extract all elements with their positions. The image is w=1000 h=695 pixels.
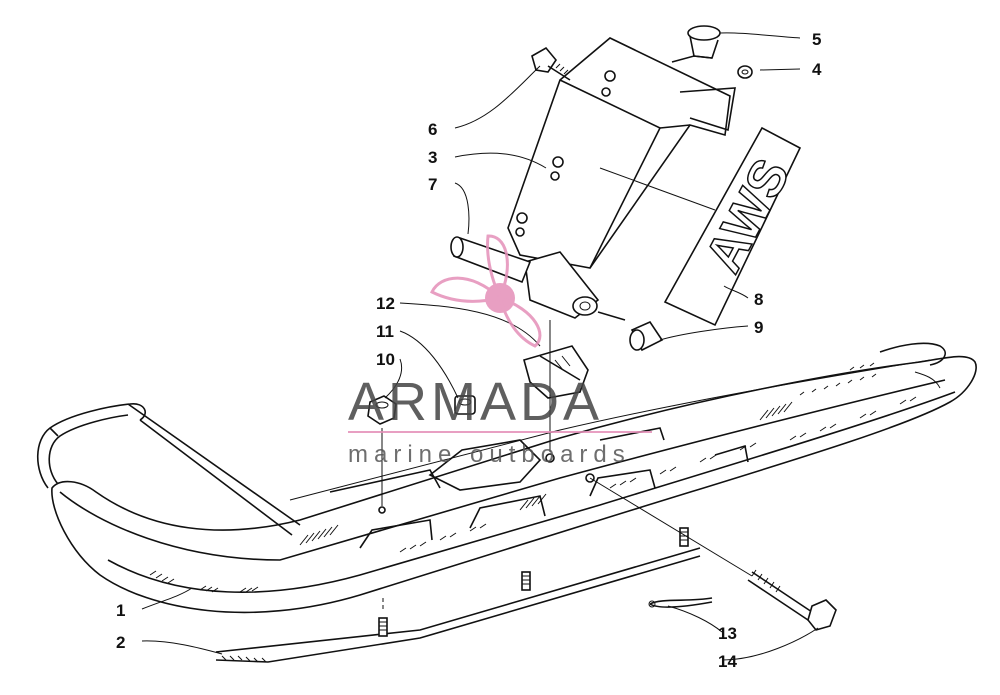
ski-handle: [37, 403, 301, 536]
cotter-pin: [648, 597, 713, 608]
grease-fitting: [531, 46, 571, 81]
ski-body: [51, 342, 977, 614]
callout-8: 8: [754, 290, 763, 309]
callout-3: 3: [428, 148, 437, 167]
cap: [671, 25, 721, 63]
callout-10: 10: [376, 350, 395, 369]
callout-9: 9: [754, 318, 763, 337]
bushing: [629, 320, 664, 352]
bolt: [747, 569, 837, 631]
assembly-centerlines: [381, 320, 753, 577]
watermark-subtitle: marine outboards: [348, 441, 631, 468]
callout-11: 11: [376, 322, 394, 341]
lock-nut: [367, 395, 397, 425]
decal-text: AWS: [694, 150, 801, 282]
callout-1: 1: [116, 601, 125, 620]
aws-decal: AWS: [663, 126, 802, 327]
wear-bar-stud: [378, 617, 388, 637]
callout-13: 13: [718, 624, 737, 643]
callout-14: 14: [718, 652, 737, 671]
watermark-brand: ARMADA: [348, 372, 603, 432]
callout-2: 2: [116, 633, 125, 652]
wear-bar: [215, 527, 701, 663]
spacer-nut: [454, 395, 476, 415]
propeller-logo-icon: [430, 234, 542, 348]
watermark: ARMADA marine outboards: [348, 234, 652, 468]
ski-side-hatching: [149, 362, 917, 593]
callout-12: 12: [376, 294, 395, 313]
rubber-wedge: [523, 345, 589, 399]
callout-numbers: 1 2 3 4 5 6 7 8 9 10 11 12 13 14: [116, 30, 822, 671]
callout-4: 4: [812, 60, 822, 79]
hex-nut-small: [737, 65, 753, 79]
leader-lines: [141, 32, 819, 661]
callout-5: 5: [812, 30, 821, 49]
callout-6: 6: [428, 120, 437, 139]
callout-7: 7: [428, 175, 437, 194]
wear-bar-stud: [521, 571, 531, 591]
spindle-bracket: [507, 37, 736, 321]
